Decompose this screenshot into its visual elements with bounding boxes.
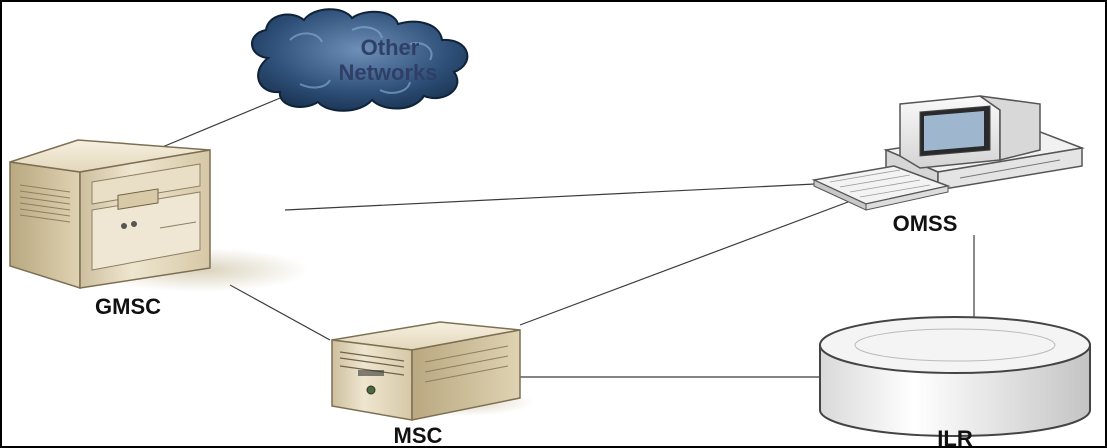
msc-node: MSC	[331, 321, 535, 448]
server-icon	[331, 321, 535, 421]
database-cylinder-icon	[819, 316, 1091, 437]
other-networks-cloud: Other Networks	[251, 8, 469, 112]
connection-lines	[159, 95, 975, 378]
gmsc-label: GMSC	[95, 294, 161, 319]
omss-node: OMSS	[811, 95, 1085, 236]
gmsc-node: GMSC	[9, 139, 310, 319]
ilr-node: ILR	[819, 316, 1091, 448]
cloud-label-line1: Other	[361, 35, 420, 60]
link-gmsc-omss	[284, 183, 816, 211]
msc-label: MSC	[394, 423, 443, 448]
link-gmsc-msc	[229, 284, 331, 341]
ilr-label: ILR	[937, 426, 973, 448]
link-gmsc-cloud	[159, 95, 286, 149]
link-msc-omss	[519, 189, 881, 326]
desktop-computer-icon	[811, 95, 1085, 211]
cloud-label-line2: Networks	[338, 60, 437, 85]
cloud-icon	[251, 8, 469, 112]
omss-label: OMSS	[893, 211, 958, 236]
server-tower-icon	[9, 139, 310, 292]
